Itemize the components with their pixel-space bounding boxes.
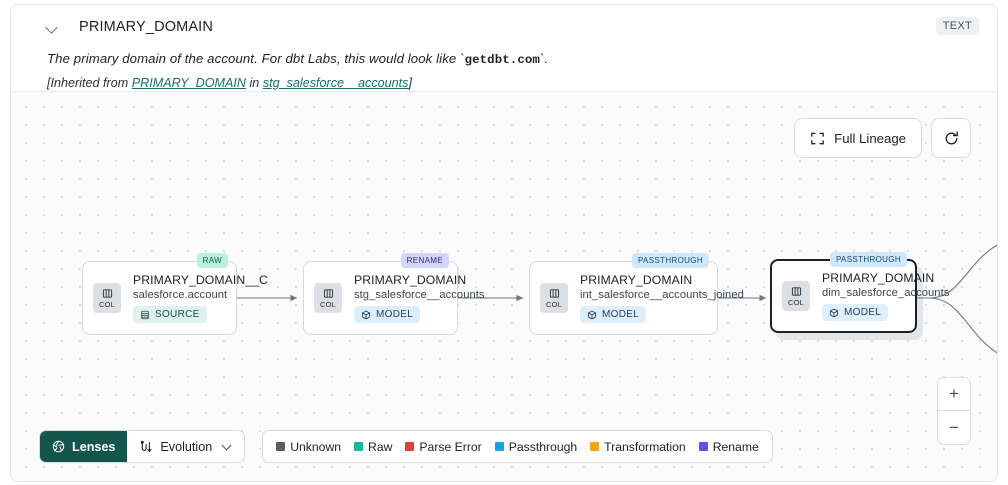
lineage-node-0-column: PRIMARY_DOMAIN__C xyxy=(133,273,268,287)
legend-item-transformation: Transformation xyxy=(590,440,686,454)
lineage-node-0-body: PRIMARY_DOMAIN__C salesforce.account SOU… xyxy=(133,273,268,323)
title-row: PRIMARY_DOMAIN xyxy=(29,15,981,39)
lineage-node-1-body: PRIMARY_DOMAIN stg_salesforce__accounts … xyxy=(354,273,485,323)
lineage-node-0-kind: SOURCE xyxy=(133,306,207,323)
column-chip-label: COL xyxy=(545,299,563,309)
legend-item-parse-error: Parse Error xyxy=(405,439,482,454)
lineage-node-2-kind-label: MODEL xyxy=(602,309,640,320)
lineage-node-3-tag: PASSTHROUGH xyxy=(829,252,907,267)
inherited-column-link[interactable]: PRIMARY_DOMAIN xyxy=(131,76,246,90)
column-chip-label: COL xyxy=(787,297,805,307)
lineage-node-2-dataset: int_salesforce__accounts_joined xyxy=(580,289,744,301)
column-chip: COL xyxy=(540,283,568,313)
lineage-node-0-kind-label: SOURCE xyxy=(155,309,200,320)
description-prefix: The primary domain of the account. For d… xyxy=(47,51,465,66)
legend-swatch xyxy=(354,442,364,451)
legend-label: Unknown xyxy=(290,439,342,454)
refresh-button[interactable] xyxy=(931,118,971,158)
lineage-node-3-column: PRIMARY_DOMAIN xyxy=(822,271,935,285)
legend-item-passthrough: Passthrough xyxy=(494,439,578,454)
canvas-bottom-bar: Lenses Evolution xyxy=(39,430,773,463)
evolution-label: Evolution xyxy=(160,439,213,454)
lineage-node-3-body: PRIMARY_DOMAIN dim_salesforce_accounts M… xyxy=(822,271,949,321)
lineage-node-1-kind-label: MODEL xyxy=(376,309,414,320)
aperture-icon xyxy=(52,440,65,453)
lineage-node-1-dataset: stg_salesforce__accounts xyxy=(354,289,485,301)
page-title: PRIMARY_DOMAIN xyxy=(79,19,213,35)
zoom-controls: + − xyxy=(937,377,971,445)
legend-swatch xyxy=(698,442,708,451)
legend-item-raw: Raw xyxy=(354,440,392,454)
legend-label: Parse Error xyxy=(419,439,482,454)
refresh-icon xyxy=(943,130,960,147)
lineage-node-1-tag: RENAME xyxy=(400,253,449,268)
inherited-suffix: ] xyxy=(408,76,412,90)
zoom-out-button[interactable]: − xyxy=(949,417,959,437)
inherited-model-link[interactable]: stg_salesforce__accounts xyxy=(262,76,409,90)
status-badge: TEXT xyxy=(935,17,979,35)
legend-item-rename: Rename xyxy=(698,439,759,454)
lineage-node-2-kind: MODEL xyxy=(580,306,647,323)
legend-label: Rename xyxy=(712,439,759,454)
cube-icon xyxy=(829,308,839,318)
lineage-node-0-tag: RAW xyxy=(196,253,228,268)
legend-label: Raw xyxy=(368,439,393,454)
lineage-node-2-body: PRIMARY_DOMAIN int_salesforce__accounts_… xyxy=(580,273,744,323)
lineage-node-0-dataset: salesforce.account xyxy=(133,289,228,301)
inherited-prefix: [Inherited from xyxy=(47,76,132,90)
lineage-canvas[interactable]: Full Lineage + − RAW xyxy=(11,91,997,481)
lineage-node-1-kind: MODEL xyxy=(354,306,421,323)
column-description: The primary domain of the account. For d… xyxy=(47,51,981,67)
lineage-node-1-column: PRIMARY_DOMAIN xyxy=(354,273,467,287)
cube-icon xyxy=(361,310,371,320)
legend-swatch xyxy=(590,442,600,451)
lineage-node-2-column: PRIMARY_DOMAIN xyxy=(580,273,693,287)
column-chip-label: COL xyxy=(98,299,116,309)
column-chip: COL xyxy=(314,283,342,313)
canvas-toolbar: Full Lineage xyxy=(794,118,971,158)
chevron-down-icon[interactable] xyxy=(45,20,59,34)
zoom-in-button[interactable]: + xyxy=(938,378,970,411)
full-lineage-button[interactable]: Full Lineage xyxy=(794,118,922,158)
lineage-node-0[interactable]: RAW COL PRIMARY_DOMAIN__C salesforce.acc… xyxy=(82,253,268,335)
lineage-node-3-kind: MODEL xyxy=(822,304,889,321)
columns-icon xyxy=(791,286,802,297)
legend-swatch xyxy=(405,442,415,451)
legend-swatch xyxy=(276,442,286,451)
lineage-node-2[interactable]: PASSTHROUGH COL PRIMARY_DOMAIN int_sales… xyxy=(529,253,744,335)
lenses-button[interactable]: Lenses xyxy=(40,431,128,462)
lineage-node-3-kind-label: MODEL xyxy=(844,307,882,318)
description-code: getdbt.com xyxy=(464,53,540,67)
column-detail-card: PRIMARY_DOMAIN TEXT The primary domain o… xyxy=(10,4,998,482)
column-chip-label: COL xyxy=(319,299,337,309)
evolution-icon xyxy=(139,440,153,454)
legend-label: Passthrough xyxy=(508,439,578,454)
legend-item-unknown: Unknown xyxy=(276,440,341,454)
expand-corners-icon xyxy=(810,131,825,146)
inherited-middle: in xyxy=(246,76,263,90)
columns-icon xyxy=(102,288,113,299)
evolution-dropdown[interactable]: Evolution xyxy=(127,431,244,462)
lineage-legend: Unknown Raw Parse Error Passthrough xyxy=(262,430,773,463)
card-header: PRIMARY_DOMAIN TEXT The primary domain o… xyxy=(11,5,997,91)
table-icon xyxy=(140,310,150,320)
lineage-node-3[interactable]: PASSTHROUGH COL PRIMARY_DOMAIN dim_sales… xyxy=(770,252,949,333)
description-suffix: `. xyxy=(539,51,549,66)
lineage-node-3-dataset: dim_salesforce_accounts xyxy=(822,287,950,299)
columns-icon xyxy=(549,288,560,299)
cube-icon xyxy=(587,310,597,320)
legend-swatch xyxy=(494,442,504,451)
column-chip: COL xyxy=(782,281,810,311)
lenses-label: Lenses xyxy=(72,439,116,454)
chevron-down-icon xyxy=(223,442,232,451)
full-lineage-label: Full Lineage xyxy=(834,130,906,146)
column-chip: COL xyxy=(93,283,121,313)
inherited-from: [Inherited from PRIMARY_DOMAIN in stg_sa… xyxy=(47,76,981,90)
legend-label: Transformation xyxy=(604,439,686,454)
lineage-node-2-tag: PASSTHROUGH xyxy=(631,253,709,268)
lineage-node-1[interactable]: RENAME COL PRIMARY_DOMAIN stg_salesforce… xyxy=(303,253,485,335)
lenses-evolution-group: Lenses Evolution xyxy=(39,430,246,463)
columns-icon xyxy=(323,288,334,299)
